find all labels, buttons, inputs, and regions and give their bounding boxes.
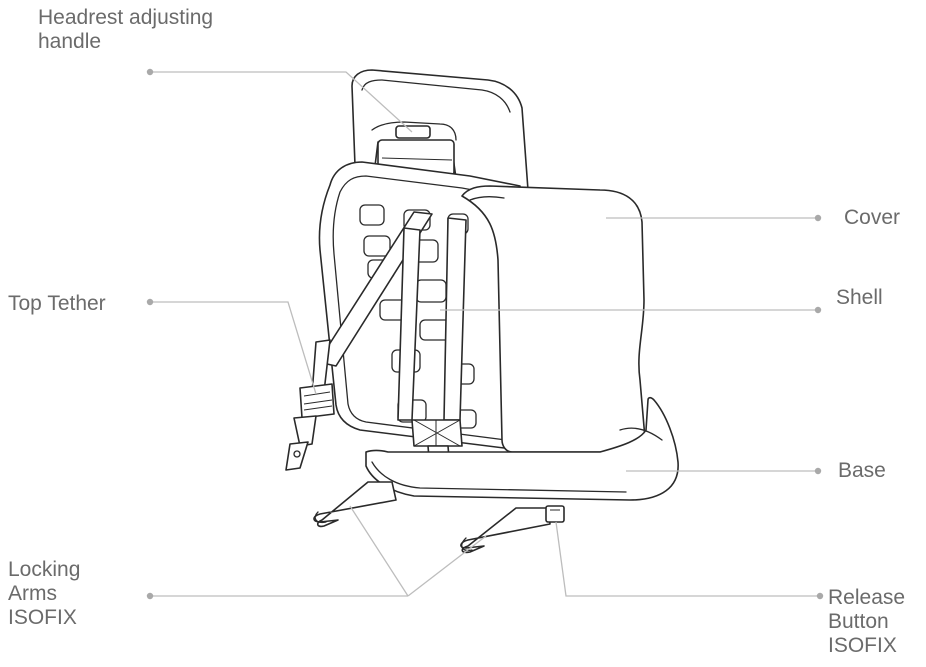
top-tether-strap (285, 339, 335, 471)
label-headrest-adjusting-handle: Headrest adjusting handle (38, 6, 213, 54)
harness-straps (317, 211, 467, 487)
label-base: Base (838, 459, 886, 482)
label-shell: Shell (836, 286, 883, 309)
label-locking-arms-isofix: Locking Arms ISOFIX (8, 558, 80, 630)
isofix-locking-arms (313, 481, 551, 554)
leader-lines (146, 68, 824, 600)
label-release-line-2: Button (828, 610, 889, 633)
headrest-adjust-handle (395, 125, 431, 139)
label-locking-line-2: Arms (8, 582, 57, 605)
isofix-release-button (545, 505, 565, 523)
label-release-line-3: ISOFIX (828, 634, 897, 657)
label-release-line-1: Release (828, 586, 906, 609)
base (365, 396, 679, 501)
label-top-tether: Top Tether (8, 292, 106, 315)
label-locking-line-1: Locking (8, 558, 81, 581)
label-locking-line-3: ISOFIX (8, 606, 77, 629)
label-headrest-line-2: handle (38, 30, 102, 53)
cover (461, 185, 647, 453)
label-headrest-line-1: Headrest adjusting (38, 6, 214, 29)
label-cover: Cover (844, 206, 901, 229)
label-release-button-isofix: Release Button ISOFIX (828, 586, 905, 658)
